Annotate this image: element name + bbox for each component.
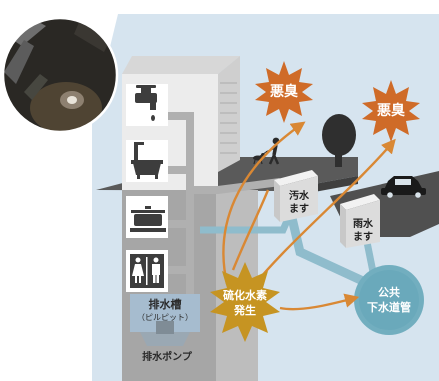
h2s-label: 硫化水素 発生 <box>213 288 277 318</box>
manhole-photo-icon <box>1 16 119 134</box>
sewage-basin-label-line1: 汚水 <box>289 191 309 202</box>
odor-label-2: 悪臭 <box>377 103 405 119</box>
h2s-label-line1: 硫化水素 <box>223 289 267 302</box>
public-sewer-label-line2: 下水道管 <box>367 301 411 314</box>
rain-basin <box>340 194 380 248</box>
h2s-label-line2: 発生 <box>234 304 256 317</box>
odor-label-1: 悪臭 <box>270 84 298 100</box>
public-sewer-main <box>354 265 424 335</box>
building-drain-pipes <box>165 112 281 300</box>
rain-basin-label-line1: 雨水 <box>353 219 373 230</box>
drainage-tank-label: 排水槽 （ピルピット） <box>128 298 202 324</box>
faucet-icon <box>135 85 157 121</box>
drainage-tank-graphic <box>130 294 200 346</box>
sewage-basin <box>274 170 318 222</box>
cooking-pot-icon <box>130 206 166 232</box>
drainage-tank-label-line2: （ピルピット） <box>137 313 193 322</box>
bathtub-icon <box>131 142 163 179</box>
odor-arrows <box>222 121 396 311</box>
rain-basin-label: 雨水 ます <box>346 218 380 244</box>
h2s-burst <box>210 262 280 342</box>
sewage-basin-label: 汚水 ます <box>280 190 318 216</box>
tree-icon <box>322 114 356 167</box>
restroom-icon <box>130 254 164 288</box>
sewage-basin-label-line2: ます <box>289 204 309 215</box>
odor-burst-1 <box>255 61 313 123</box>
public-sewer-label-line1: 公共 <box>378 286 400 299</box>
rain-basin-label-line2: ます <box>353 232 373 243</box>
drainage-tank-label-line1: 排水槽 <box>148 298 182 311</box>
odor-burst-2 <box>362 80 420 142</box>
drainage-pump-label: 排水ポンプ <box>142 352 192 363</box>
public-sewer-label: 公共 下水道管 <box>356 285 422 315</box>
car-icon <box>381 176 426 198</box>
